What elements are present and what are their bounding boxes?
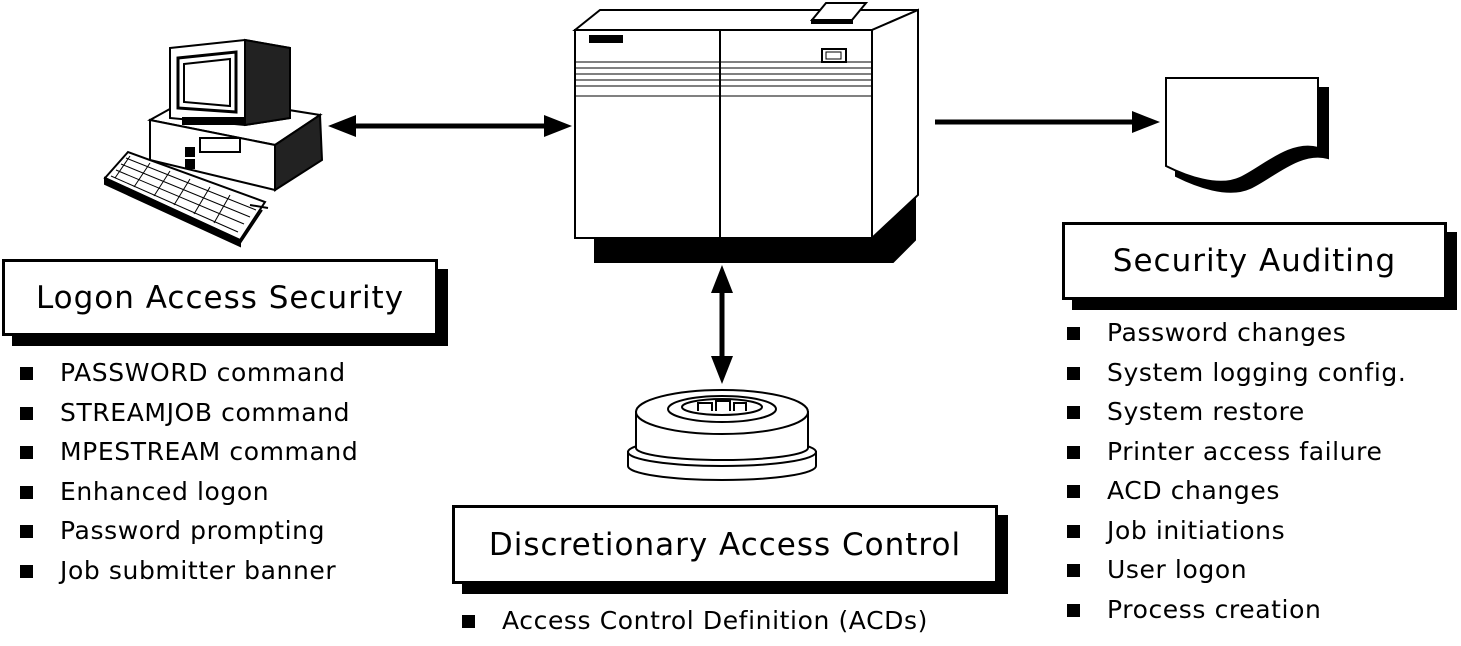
logon-access-security-title: Logon Access Security [35,279,405,316]
list-item: Access Control Definition (ACDs) [458,606,928,646]
list-item: System restore [1063,397,1406,437]
list-item: STREAMJOB command [16,398,358,438]
security-auditing-title-box: Security Auditing [1062,222,1447,300]
discretionary-access-control-title-box: Discretionary Access Control [452,505,998,584]
mainframe-server-icon [572,2,919,263]
list-item: ACD changes [1063,476,1406,516]
disk-drive-icon [627,389,817,481]
list-item: Printer access failure [1063,437,1406,477]
diagram-artwork [103,2,1329,481]
list-item: Job submitter banner [16,556,358,596]
list-item: Job initiations [1063,516,1406,556]
arrowheads [328,111,1160,384]
list-item: Password changes [1063,318,1406,358]
list-item: Enhanced logon [16,477,358,517]
discretionary-access-control-title: Discretionary Access Control [488,526,962,563]
security-auditing-title: Security Auditing [1112,243,1397,279]
discretionary-access-control-list: Access Control Definition (ACDs) [458,606,928,646]
list-item: User logon [1063,555,1406,595]
security-auditing-list: Password changes System logging config. … [1063,318,1406,634]
list-item: PASSWORD command [16,358,358,398]
audit-document-icon [1165,77,1329,193]
logon-access-security-title-box: Logon Access Security [2,259,438,336]
list-item: Password prompting [16,516,358,556]
list-item: MPESTREAM command [16,437,358,477]
list-item: System logging config. [1063,358,1406,398]
workstation-icon [103,38,324,248]
logon-access-security-list: PASSWORD command STREAMJOB command MPEST… [16,358,358,595]
list-item: Process creation [1063,595,1406,635]
